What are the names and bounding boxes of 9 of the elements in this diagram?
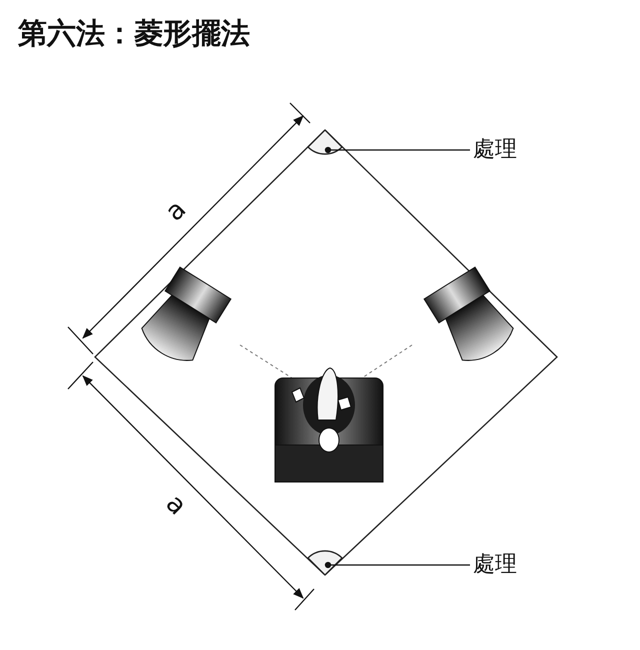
leader-line	[324, 562, 470, 568]
sound-absorber	[307, 130, 343, 155]
leader-line	[324, 146, 470, 154]
title: 第六法：菱形擺法	[18, 15, 250, 52]
sound-absorber	[307, 550, 343, 575]
treatment-label: 處理	[473, 550, 517, 580]
treatment-label: 處理	[473, 135, 517, 165]
dimension-label: a	[161, 196, 191, 226]
dimension-label: a	[161, 490, 191, 520]
